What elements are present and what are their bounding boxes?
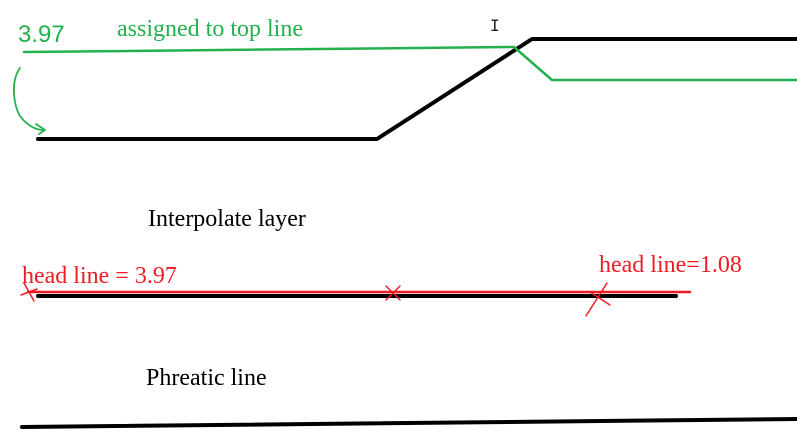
top-profile-line [36, 37, 797, 141]
phreatic-line [20, 417, 797, 429]
head-line-right-label: head line=1.08 [599, 252, 742, 278]
interpolate-layer-title: Interpolate layer [148, 206, 306, 232]
assignment-arrowhead [35, 123, 46, 135]
head-line-left-label: head line = 3.97 [22, 263, 177, 289]
text-cursor-icon: I [490, 16, 500, 35]
assigned-top-line [22, 45, 797, 82]
assignment-arrow [13, 67, 45, 131]
head-tick-right [585, 282, 611, 317]
assigned-to-top-line-label: assigned to top line [117, 16, 303, 42]
head-tick-left [20, 282, 38, 302]
head-tick-middle [385, 285, 401, 301]
top-value-label: 3.97 [18, 21, 65, 48]
phreatic-line-title: Phreatic line [146, 365, 267, 391]
